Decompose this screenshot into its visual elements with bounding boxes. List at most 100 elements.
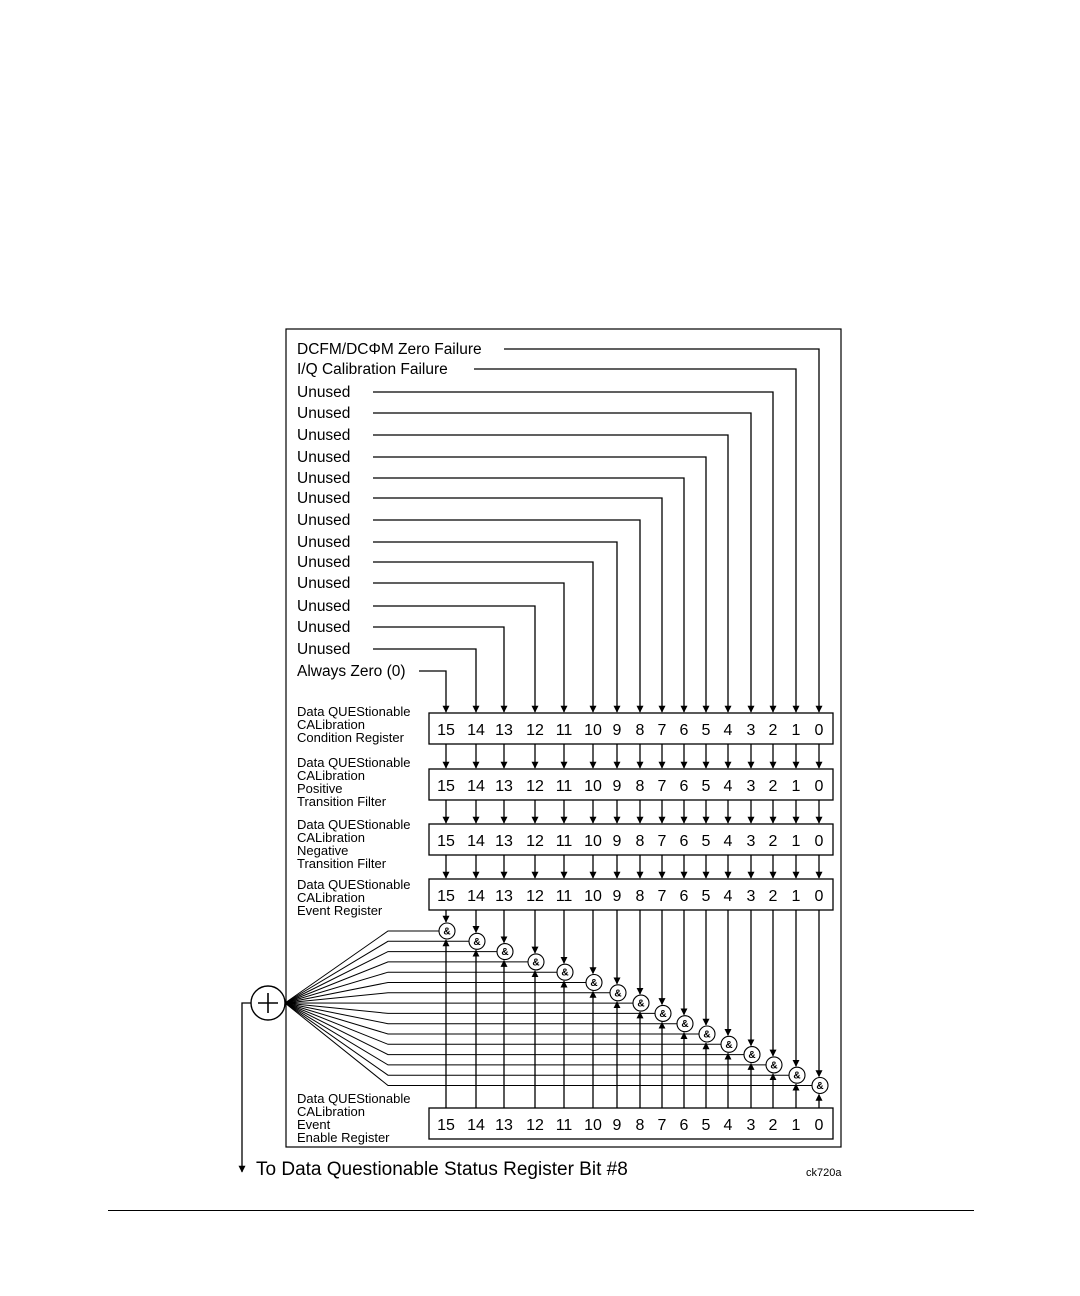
condition-label: I/Q Calibration Failure — [297, 361, 448, 378]
gate-output-line — [284, 1002, 655, 1014]
condition-line — [373, 561, 597, 713]
condition-line — [504, 348, 823, 713]
bit-cell: 4 — [724, 833, 733, 850]
register-label-line: CALibration — [297, 768, 365, 783]
and-gate-symbol: & — [703, 1030, 710, 1041]
bit-cell: 6 — [680, 1117, 689, 1134]
diagram-frame — [285, 328, 842, 1148]
condition-label: Unused — [297, 470, 350, 487]
bit-cell: 2 — [769, 722, 778, 739]
bit-cell: 12 — [526, 1117, 544, 1134]
gate-output-line — [284, 940, 469, 1004]
bit-cell: 10 — [584, 1117, 602, 1134]
bit-cell: 15 — [437, 778, 455, 795]
bit-cell: 7 — [658, 722, 667, 739]
bit-cell: 4 — [724, 888, 733, 905]
bit-cell: 3 — [747, 833, 756, 850]
bit-cell: 9 — [613, 833, 622, 850]
register-label-line: Data QUEStionable — [297, 704, 410, 719]
bit-cell: 8 — [636, 1117, 645, 1134]
bit-cell: 10 — [584, 778, 602, 795]
condition-label: Unused — [297, 554, 350, 571]
bit-cell: 1 — [792, 833, 801, 850]
and-gate — [496, 943, 514, 961]
register-label-line: Event — [297, 1117, 331, 1132]
condition-label: DCFM/DCΦM Zero Failure — [297, 341, 482, 358]
condition-line — [373, 412, 755, 713]
and-gate-symbol: & — [561, 968, 568, 979]
condition-line — [474, 368, 800, 713]
register-label-line: CALibration — [297, 717, 365, 732]
condition-line — [373, 477, 688, 713]
bit-cell: 1 — [792, 888, 801, 905]
condition-label: Unused — [297, 512, 350, 529]
register-label-line: Data QUEStionable — [297, 877, 410, 892]
condition-label: Unused — [297, 641, 350, 658]
register-box — [428, 712, 834, 745]
bit-cell: 8 — [636, 722, 645, 739]
condition-label: Unused — [297, 427, 350, 444]
bit-cell: 0 — [815, 722, 824, 739]
and-gate-symbol: & — [725, 1040, 732, 1051]
summary-output-arrow — [238, 1002, 251, 1173]
register-label-line: Event Register — [297, 903, 383, 918]
and-gate — [556, 963, 574, 981]
condition-label: Unused — [297, 490, 350, 507]
gate-output-line — [284, 971, 557, 1004]
condition-line — [373, 497, 666, 713]
figure-id: ck720a — [806, 1167, 842, 1179]
bit-cell: 2 — [769, 1117, 778, 1134]
bit-cell: 5 — [702, 888, 711, 905]
bit-cell: 9 — [613, 1117, 622, 1134]
bit-cell: 11 — [556, 888, 573, 905]
condition-label: Unused — [297, 575, 350, 592]
bit-cell: 11 — [556, 778, 573, 795]
bit-cell: 7 — [658, 778, 667, 795]
bit-cell: 4 — [724, 778, 733, 795]
and-gate — [765, 1056, 783, 1074]
bit-cell: 12 — [526, 833, 544, 850]
condition-label: Unused — [297, 384, 350, 401]
condition-label: Unused — [297, 449, 350, 466]
bit-cell: 5 — [702, 778, 711, 795]
bit-cell: 14 — [467, 888, 485, 905]
bit-cell: 7 — [658, 833, 667, 850]
condition-line — [373, 582, 568, 713]
bit-cell: 15 — [437, 888, 455, 905]
register-label-line: CALibration — [297, 890, 365, 905]
register-label-line: Condition Register — [297, 730, 405, 745]
bit-cell: 10 — [584, 888, 602, 905]
bit-cell: 11 — [556, 722, 573, 739]
gate-output-line — [284, 930, 439, 1004]
bit-cell: 10 — [584, 833, 602, 850]
bit-cell: 15 — [437, 833, 455, 850]
register-4: Data QUEStionableCALibrationEventEnable … — [297, 1091, 834, 1145]
bit-cell: 1 — [792, 778, 801, 795]
register-label-line: Enable Register — [297, 1130, 390, 1145]
and-gate-symbol: & — [501, 947, 508, 958]
and-gate — [720, 1035, 738, 1053]
and-gate — [609, 984, 627, 1002]
summary-or-gate — [238, 985, 286, 1173]
bit-cell: 6 — [680, 888, 689, 905]
bit-cell: 1 — [792, 722, 801, 739]
condition-label: Always Zero (0) — [297, 663, 406, 680]
bit-cell: 14 — [467, 778, 485, 795]
and-gate — [811, 1076, 829, 1095]
and-gate-symbol: & — [816, 1081, 823, 1092]
and-gate-symbol: & — [681, 1019, 688, 1030]
bit-cell: 6 — [680, 833, 689, 850]
gate-output-line — [284, 1002, 744, 1056]
register-links — [442, 744, 823, 879]
and-gate — [527, 953, 545, 971]
register-box — [428, 878, 834, 911]
bit-cell: 14 — [467, 833, 485, 850]
page-rule — [108, 1210, 974, 1211]
bit-cell: 12 — [526, 722, 544, 739]
condition-line — [373, 434, 732, 713]
register-label-line: Transition Filter — [297, 856, 387, 871]
register-label-line: Data QUEStionable — [297, 755, 410, 770]
and-gates: &&&&&&&&&&&&&&&& — [284, 910, 829, 1108]
